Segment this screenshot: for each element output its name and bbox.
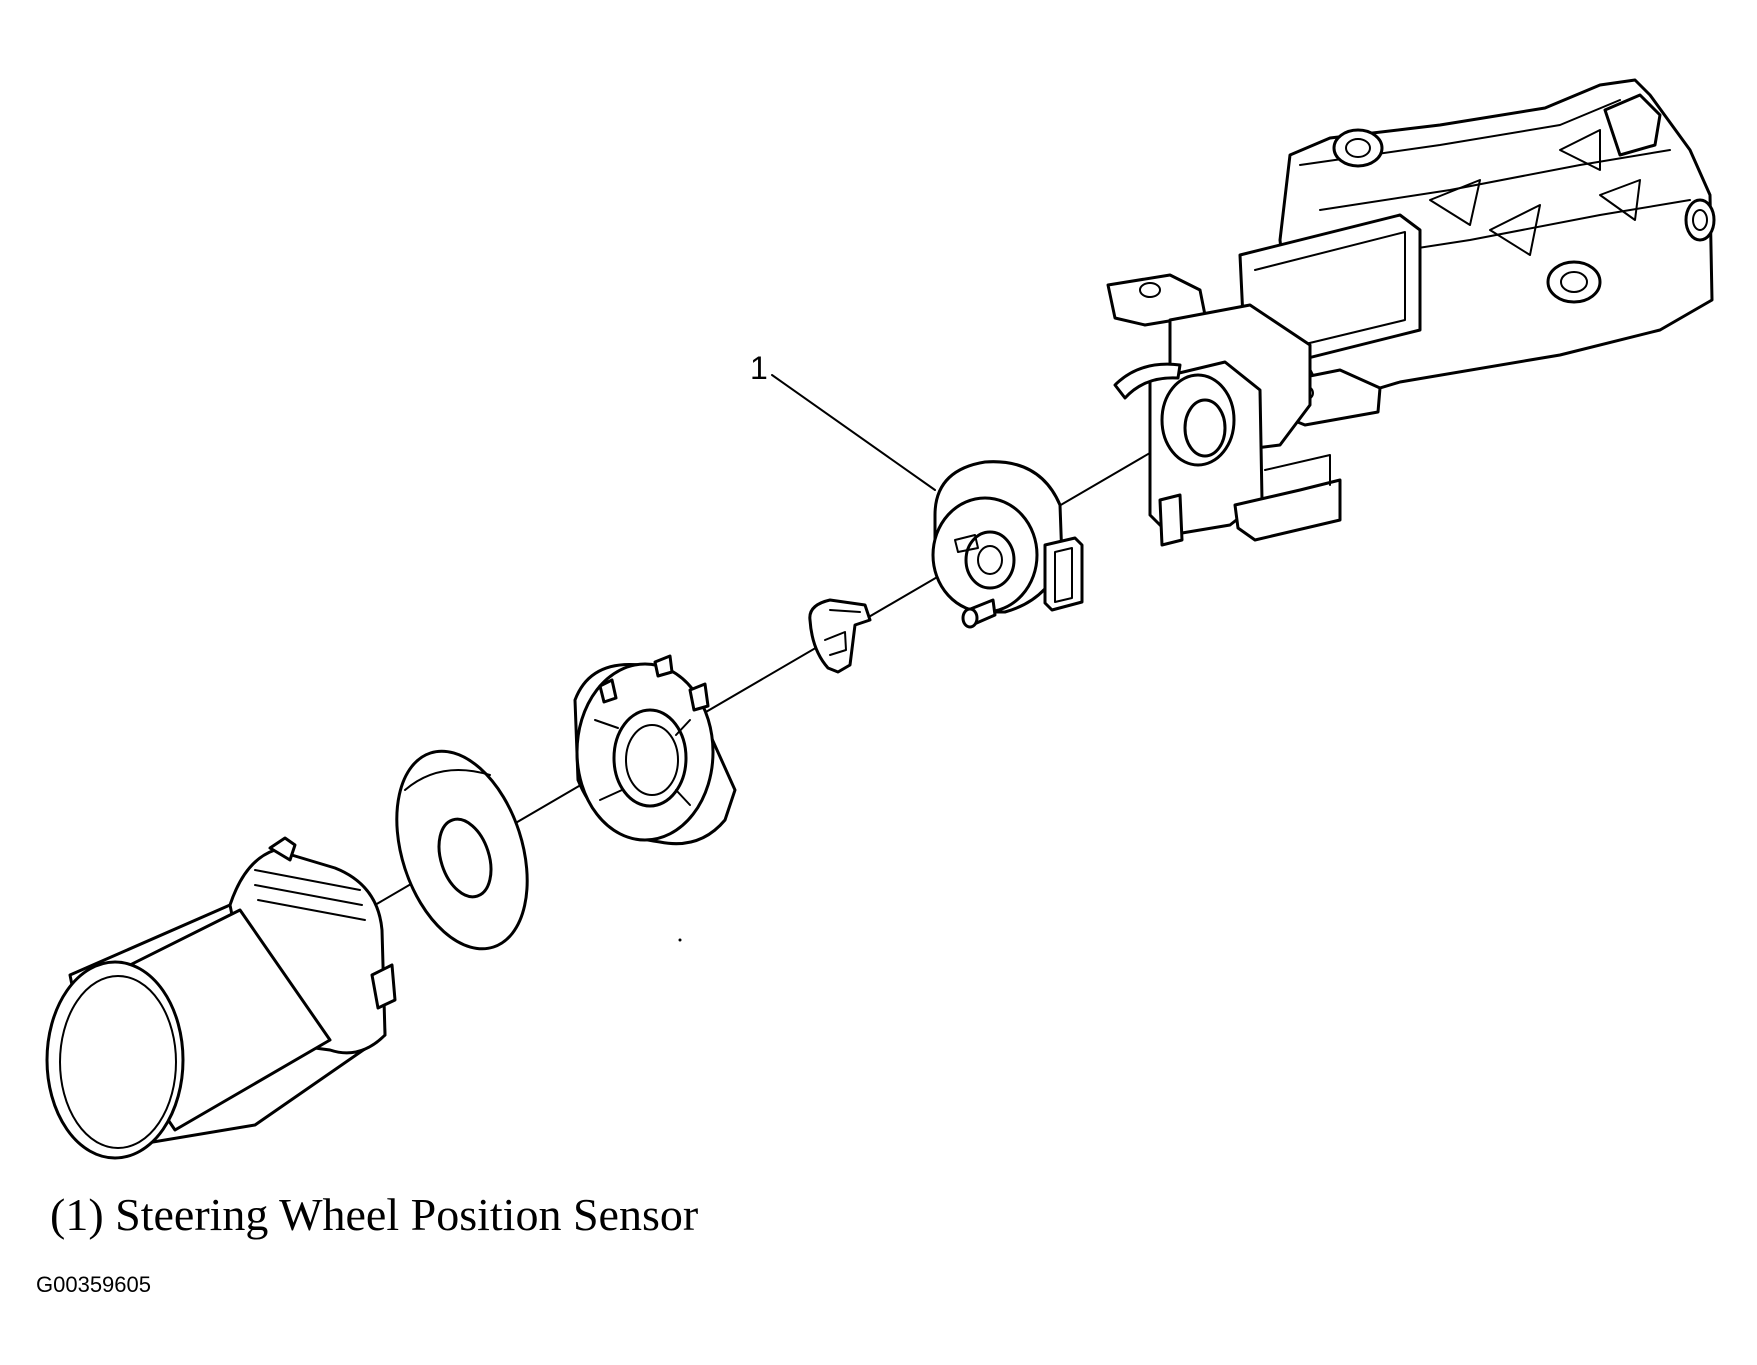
steering-wheel-position-sensor <box>933 462 1082 627</box>
cover-tube <box>47 838 395 1158</box>
drawing-speck <box>678 938 682 942</box>
callout-number: 1 <box>750 350 768 386</box>
washer <box>373 734 550 965</box>
figure-id: G00359605 <box>36 1272 151 1297</box>
clip <box>810 600 870 672</box>
figure-caption: (1) Steering Wheel Position Sensor <box>50 1189 699 1240</box>
bearing-retainer <box>575 656 735 844</box>
callout-leader-line <box>772 375 935 490</box>
column-housing <box>1108 80 1714 545</box>
